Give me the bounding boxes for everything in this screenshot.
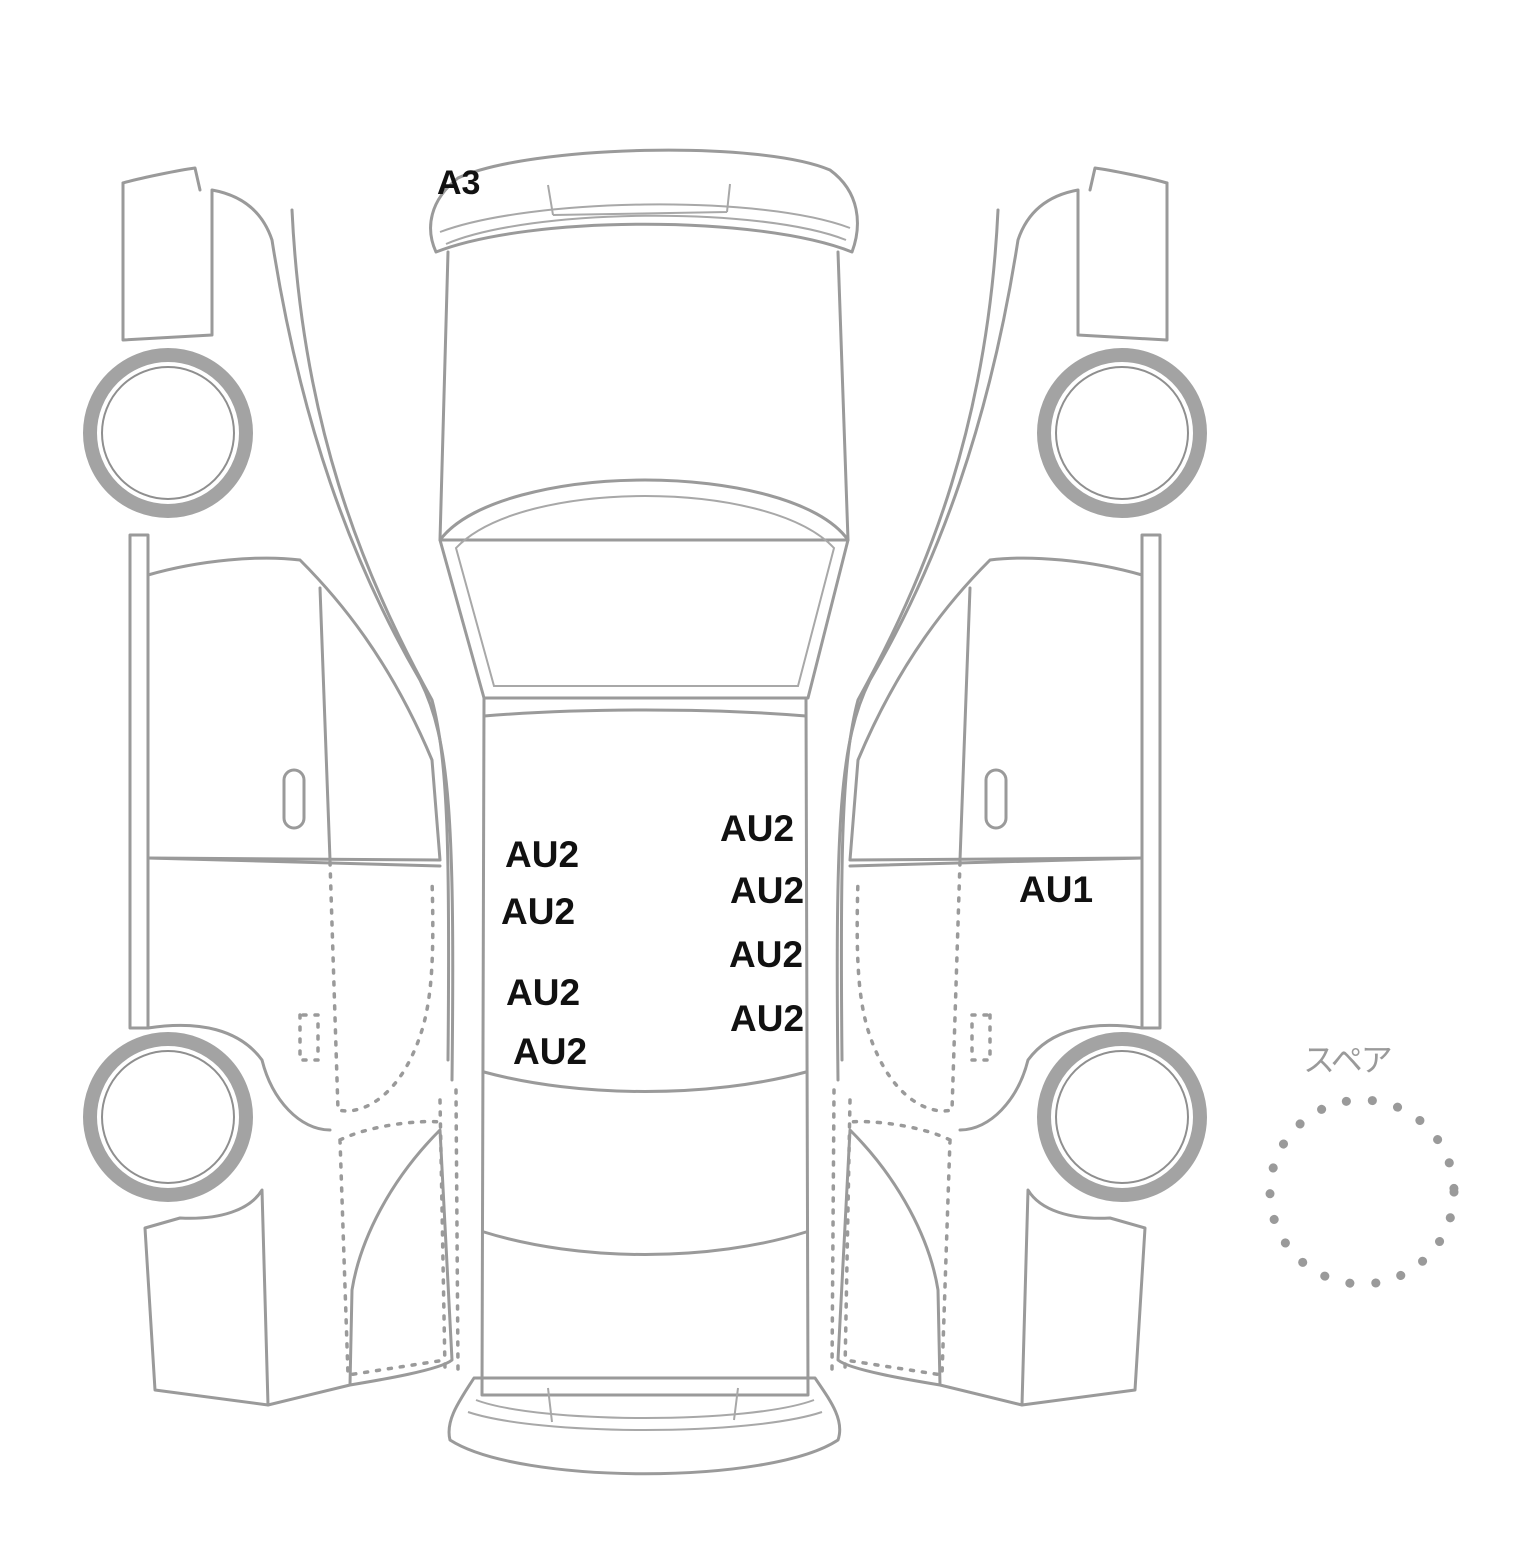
damage-mark-front-bumper: A3 bbox=[437, 164, 481, 202]
damage-mark-roof-left-4: AU2 bbox=[513, 1031, 588, 1072]
damage-mark-roof-left-1: AU2 bbox=[505, 834, 580, 875]
damage-mark-roof-left-3: AU2 bbox=[506, 972, 581, 1013]
spare-tire-icon bbox=[1265, 1095, 1459, 1289]
damage-mark-right-door: AU1 bbox=[1019, 869, 1094, 910]
damage-mark-roof-left-2: AU2 bbox=[501, 891, 576, 932]
spare-label: スペア bbox=[1303, 1041, 1393, 1079]
damage-mark-roof-right-3: AU2 bbox=[729, 934, 804, 975]
damage-mark-roof-right-4: AU2 bbox=[730, 998, 805, 1039]
car-right-side bbox=[830, 166, 1207, 1407]
damage-mark-roof-right-2: AU2 bbox=[730, 870, 805, 911]
car-top-view bbox=[429, 148, 859, 1476]
car-left-side bbox=[83, 166, 460, 1407]
damage-mark-roof-right-1: AU2 bbox=[720, 808, 795, 849]
